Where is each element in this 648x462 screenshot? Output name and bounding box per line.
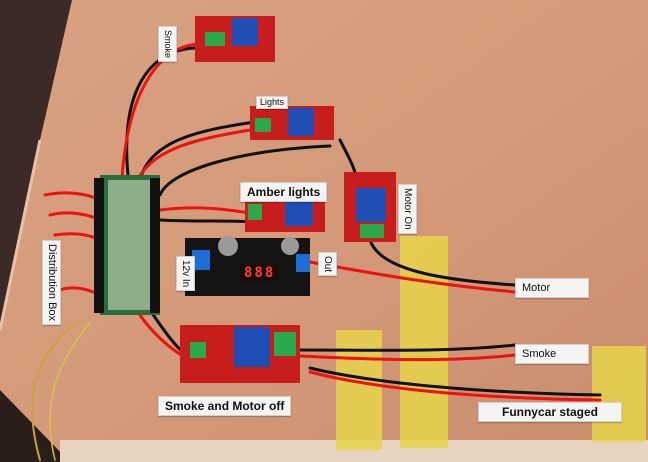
label-smoke-relay: Smoke <box>158 26 177 63</box>
label-funnycar-staged: Funnycar staged <box>478 402 622 422</box>
label-smoke: Smoke <box>515 344 589 364</box>
relay-module-top <box>195 16 275 62</box>
label-amber-lights: Amber lights <box>240 182 328 202</box>
label-motor: Motor <box>515 278 589 298</box>
distribution-board <box>94 175 160 315</box>
tape-strip <box>400 236 448 448</box>
relay-module-lights <box>250 106 334 140</box>
label-distribution-board: Distribution Box <box>42 240 61 326</box>
label-smoke-and-motor-off: Smoke and Motor off <box>158 396 292 416</box>
relay-module-motor-on <box>344 172 396 242</box>
label-out: Out <box>318 252 337 277</box>
relay-module-smoke-motor-off <box>180 325 300 383</box>
label-12v-in: 12v In <box>176 256 195 292</box>
label-motor-on: Motor On <box>398 184 417 234</box>
voltage-converter-board <box>185 236 310 296</box>
label-lights: Lights <box>256 96 289 109</box>
voltage-display: 888 <box>240 264 280 282</box>
